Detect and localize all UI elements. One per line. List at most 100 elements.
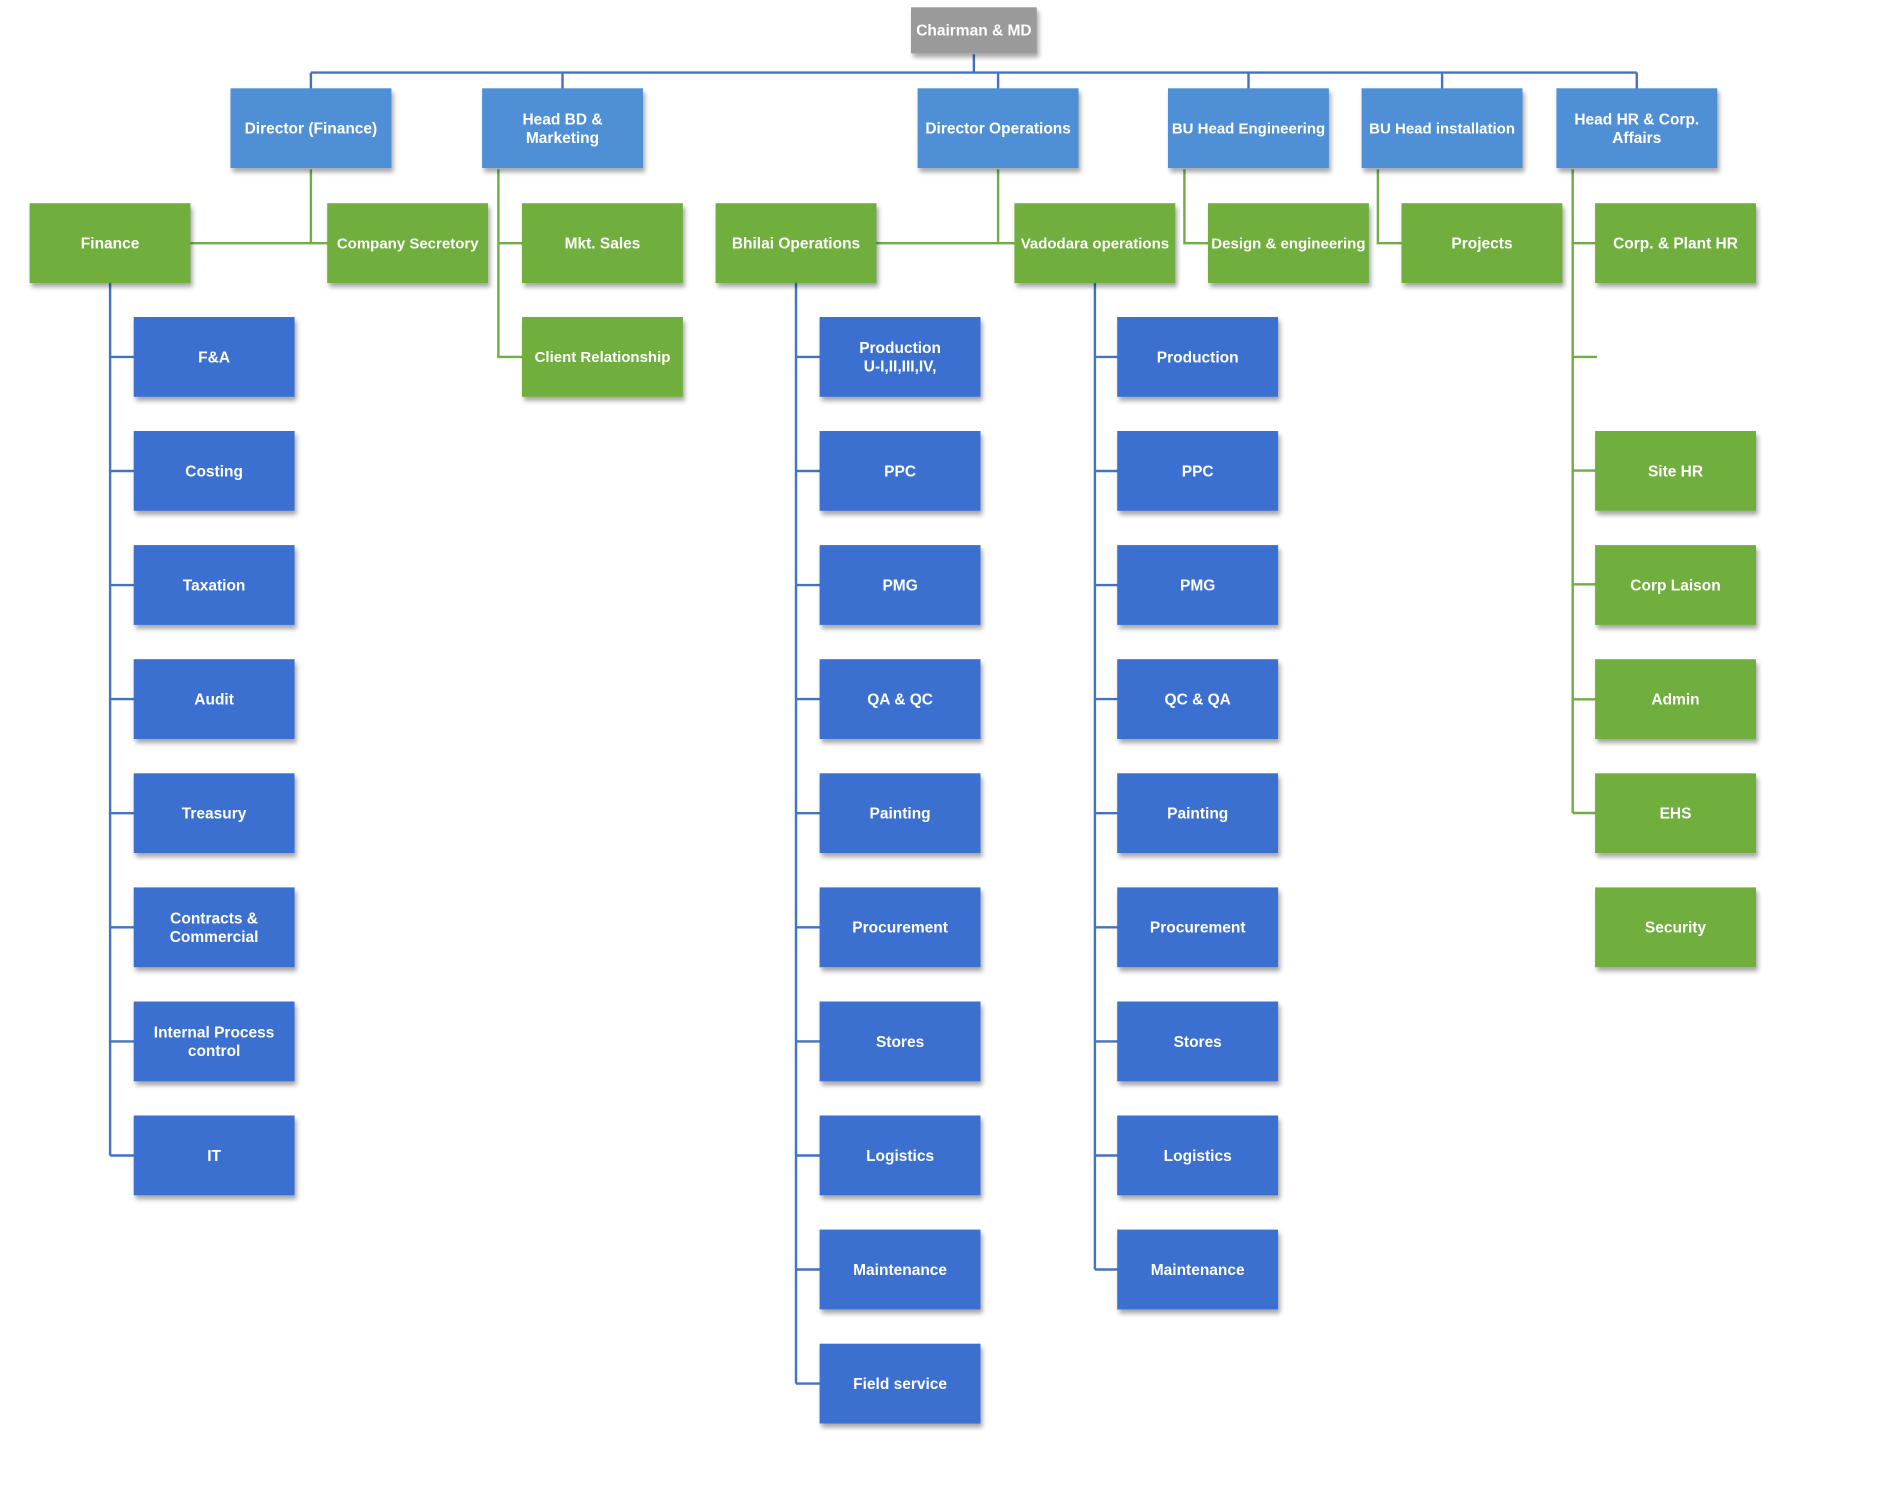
node-vadodara-item-label: Procurement <box>1150 920 1246 937</box>
node-head-hr-corp-affairs-box <box>1556 88 1718 169</box>
node-vadodara-item-box <box>1117 887 1279 968</box>
node-bhilai-operations-label: Bhilai Operations <box>732 236 860 253</box>
node-finance-item-label: IT <box>207 1148 221 1165</box>
node-bhilai-item-box <box>819 1343 981 1424</box>
node-projects-box <box>1401 203 1563 283</box>
node-vadodara-operations-label: Vadodara operations <box>1021 235 1169 252</box>
node-head-bd-marketing-box <box>482 88 643 169</box>
node-hr-item-box <box>1595 659 1756 739</box>
node-bu-head-installation-box <box>1361 88 1523 169</box>
node-vadodara-item-label: Painting <box>1167 806 1228 823</box>
node-director-finance-label: Director (Finance) <box>245 121 378 138</box>
node-vadodara-item: Painting <box>1117 773 1279 854</box>
node-hr-item-box <box>1595 773 1756 854</box>
node-finance-item-label: Taxation <box>183 578 246 595</box>
node-mkt-sales-box <box>522 203 683 283</box>
node-bhilai-item-label: QA & QC <box>867 692 933 709</box>
node-vadodara-operations-box <box>1014 203 1176 283</box>
node-finance-item-label: F&A <box>198 349 230 366</box>
node-finance-box <box>29 203 191 283</box>
node-hr-item: Admin <box>1595 659 1756 739</box>
node-hr-item: Site HR <box>1595 431 1756 511</box>
node-vadodara-item: Stores <box>1117 1001 1279 1082</box>
node-bu-head-engineering: BU Head Engineering <box>1168 88 1329 169</box>
node-director-operations: Director Operations <box>917 88 1079 169</box>
node-finance-item-box <box>133 317 295 397</box>
node-finance-item-box <box>133 431 295 511</box>
node-bhilai-item-box <box>819 1229 981 1310</box>
node-head-bd-marketing-label: Head BD &Marketing <box>522 112 602 147</box>
node-vadodara-item-box <box>1117 317 1279 397</box>
node-hr-item-label: Site HR <box>1648 463 1703 480</box>
node-bhilai-item: Stores <box>819 1001 981 1082</box>
node-company-secretory-label: Company Secretory <box>337 235 479 252</box>
node-director-operations-label: Director Operations <box>925 121 1071 138</box>
node-projects: Projects <box>1401 203 1563 283</box>
node-hr-item: EHS <box>1595 773 1756 854</box>
connector-lines <box>108 54 1639 1385</box>
node-hr-item-box <box>1595 887 1756 968</box>
node-bhilai-item-label: Field service <box>853 1376 947 1393</box>
node-vadodara-item-box <box>1117 1229 1279 1310</box>
node-bhilai-operations-box <box>715 203 877 283</box>
node-bhilai-item-box <box>819 773 981 854</box>
node-bhilai-item-box <box>819 545 981 625</box>
node-bu-head-engineering-label: BU Head Engineering <box>1172 121 1325 138</box>
node-company-secretory-box <box>327 203 489 283</box>
node-bu-head-installation-label: BU Head installation <box>1369 121 1515 138</box>
node-finance-item-box <box>133 545 295 625</box>
node-finance-item: Treasury <box>133 773 295 854</box>
node-bu-head-installation: BU Head installation <box>1361 88 1523 169</box>
node-design-engineering-label: Design & engineering <box>1211 235 1365 252</box>
node-vadodara-item-label: Logistics <box>1164 1148 1232 1165</box>
node-hr-item-label: Corp Laison <box>1630 578 1720 595</box>
eng-connector <box>1183 169 1209 245</box>
node-projects-label: Projects <box>1451 236 1512 253</box>
node-head-hr-corp-affairs: Head HR & Corp.Affairs <box>1556 88 1718 169</box>
node-hr-item: Corp Laison <box>1595 545 1756 625</box>
node-client-relationship: Client Relationship <box>522 317 683 397</box>
node-finance-item-label: Contracts &Commercial <box>170 911 259 946</box>
node-bhilai-item-label: Stores <box>876 1034 924 1051</box>
node-mkt-sales-label: Mkt. Sales <box>565 236 641 253</box>
node-vadodara-item-box <box>1117 1001 1279 1082</box>
node-chairman-md-label: Chairman & MD <box>916 23 1031 40</box>
node-finance-item-box <box>133 1115 295 1196</box>
node-vadodara-item: PMG <box>1117 545 1279 625</box>
node-mkt-sales: Mkt. Sales <box>522 203 683 283</box>
node-finance-item-box <box>133 1001 295 1082</box>
node-chairman-md: Chairman & MD <box>911 7 1037 54</box>
node-vadodara-item-box <box>1117 659 1279 739</box>
node-bhilai-item-box <box>819 1115 981 1196</box>
node-bhilai-item-box <box>819 887 981 968</box>
node-bhilai-item-label: Maintenance <box>853 1262 947 1279</box>
node-director-finance-box <box>230 88 392 169</box>
node-chairman-md-box <box>911 7 1037 54</box>
node-vadodara-item-label: Maintenance <box>1151 1262 1245 1279</box>
node-corp-plant-hr: Corp. & Plant HR <box>1595 203 1756 283</box>
node-director-finance: Director (Finance) <box>230 88 392 169</box>
node-bhilai-item: QA & QC <box>819 659 981 739</box>
node-finance-item-box <box>133 773 295 854</box>
node-finance-item-label: Audit <box>194 692 234 709</box>
node-vadodara-item: Production <box>1117 317 1279 397</box>
node-vadodara-item: QC & QA <box>1117 659 1279 739</box>
node-bhilai-item-box <box>819 317 981 397</box>
node-vadodara-item: Maintenance <box>1117 1229 1279 1310</box>
node-bhilai-item-label: PMG <box>882 578 917 595</box>
bd-connector <box>497 169 523 359</box>
node-company-secretory: Company Secretory <box>327 203 489 283</box>
node-bhilai-item-label: Logistics <box>866 1148 934 1165</box>
node-bhilai-item-box <box>819 659 981 739</box>
node-vadodara-item-box <box>1117 545 1279 625</box>
node-vadodara-item: Procurement <box>1117 887 1279 968</box>
node-finance-item: Taxation <box>133 545 295 625</box>
node-finance-item: Costing <box>133 431 295 511</box>
node-bhilai-item: PMG <box>819 545 981 625</box>
node-client-relationship-box <box>522 317 683 397</box>
node-head-hr-corp-affairs-label: Head HR & Corp.Affairs <box>1574 112 1699 147</box>
node-bhilai-operations: Bhilai Operations <box>715 203 877 283</box>
